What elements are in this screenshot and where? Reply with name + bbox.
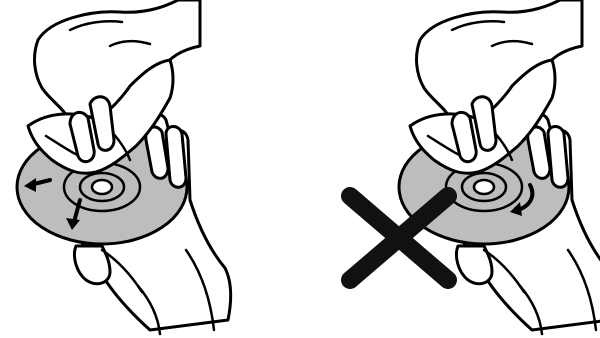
correct-cleaning-panel — [17, 0, 231, 334]
disc-and-hands-illustration — [399, 0, 600, 334]
disc-and-hands-illustration — [17, 0, 231, 334]
incorrect-cleaning-panel — [350, 0, 600, 334]
prohibited-x-icon — [350, 196, 448, 280]
